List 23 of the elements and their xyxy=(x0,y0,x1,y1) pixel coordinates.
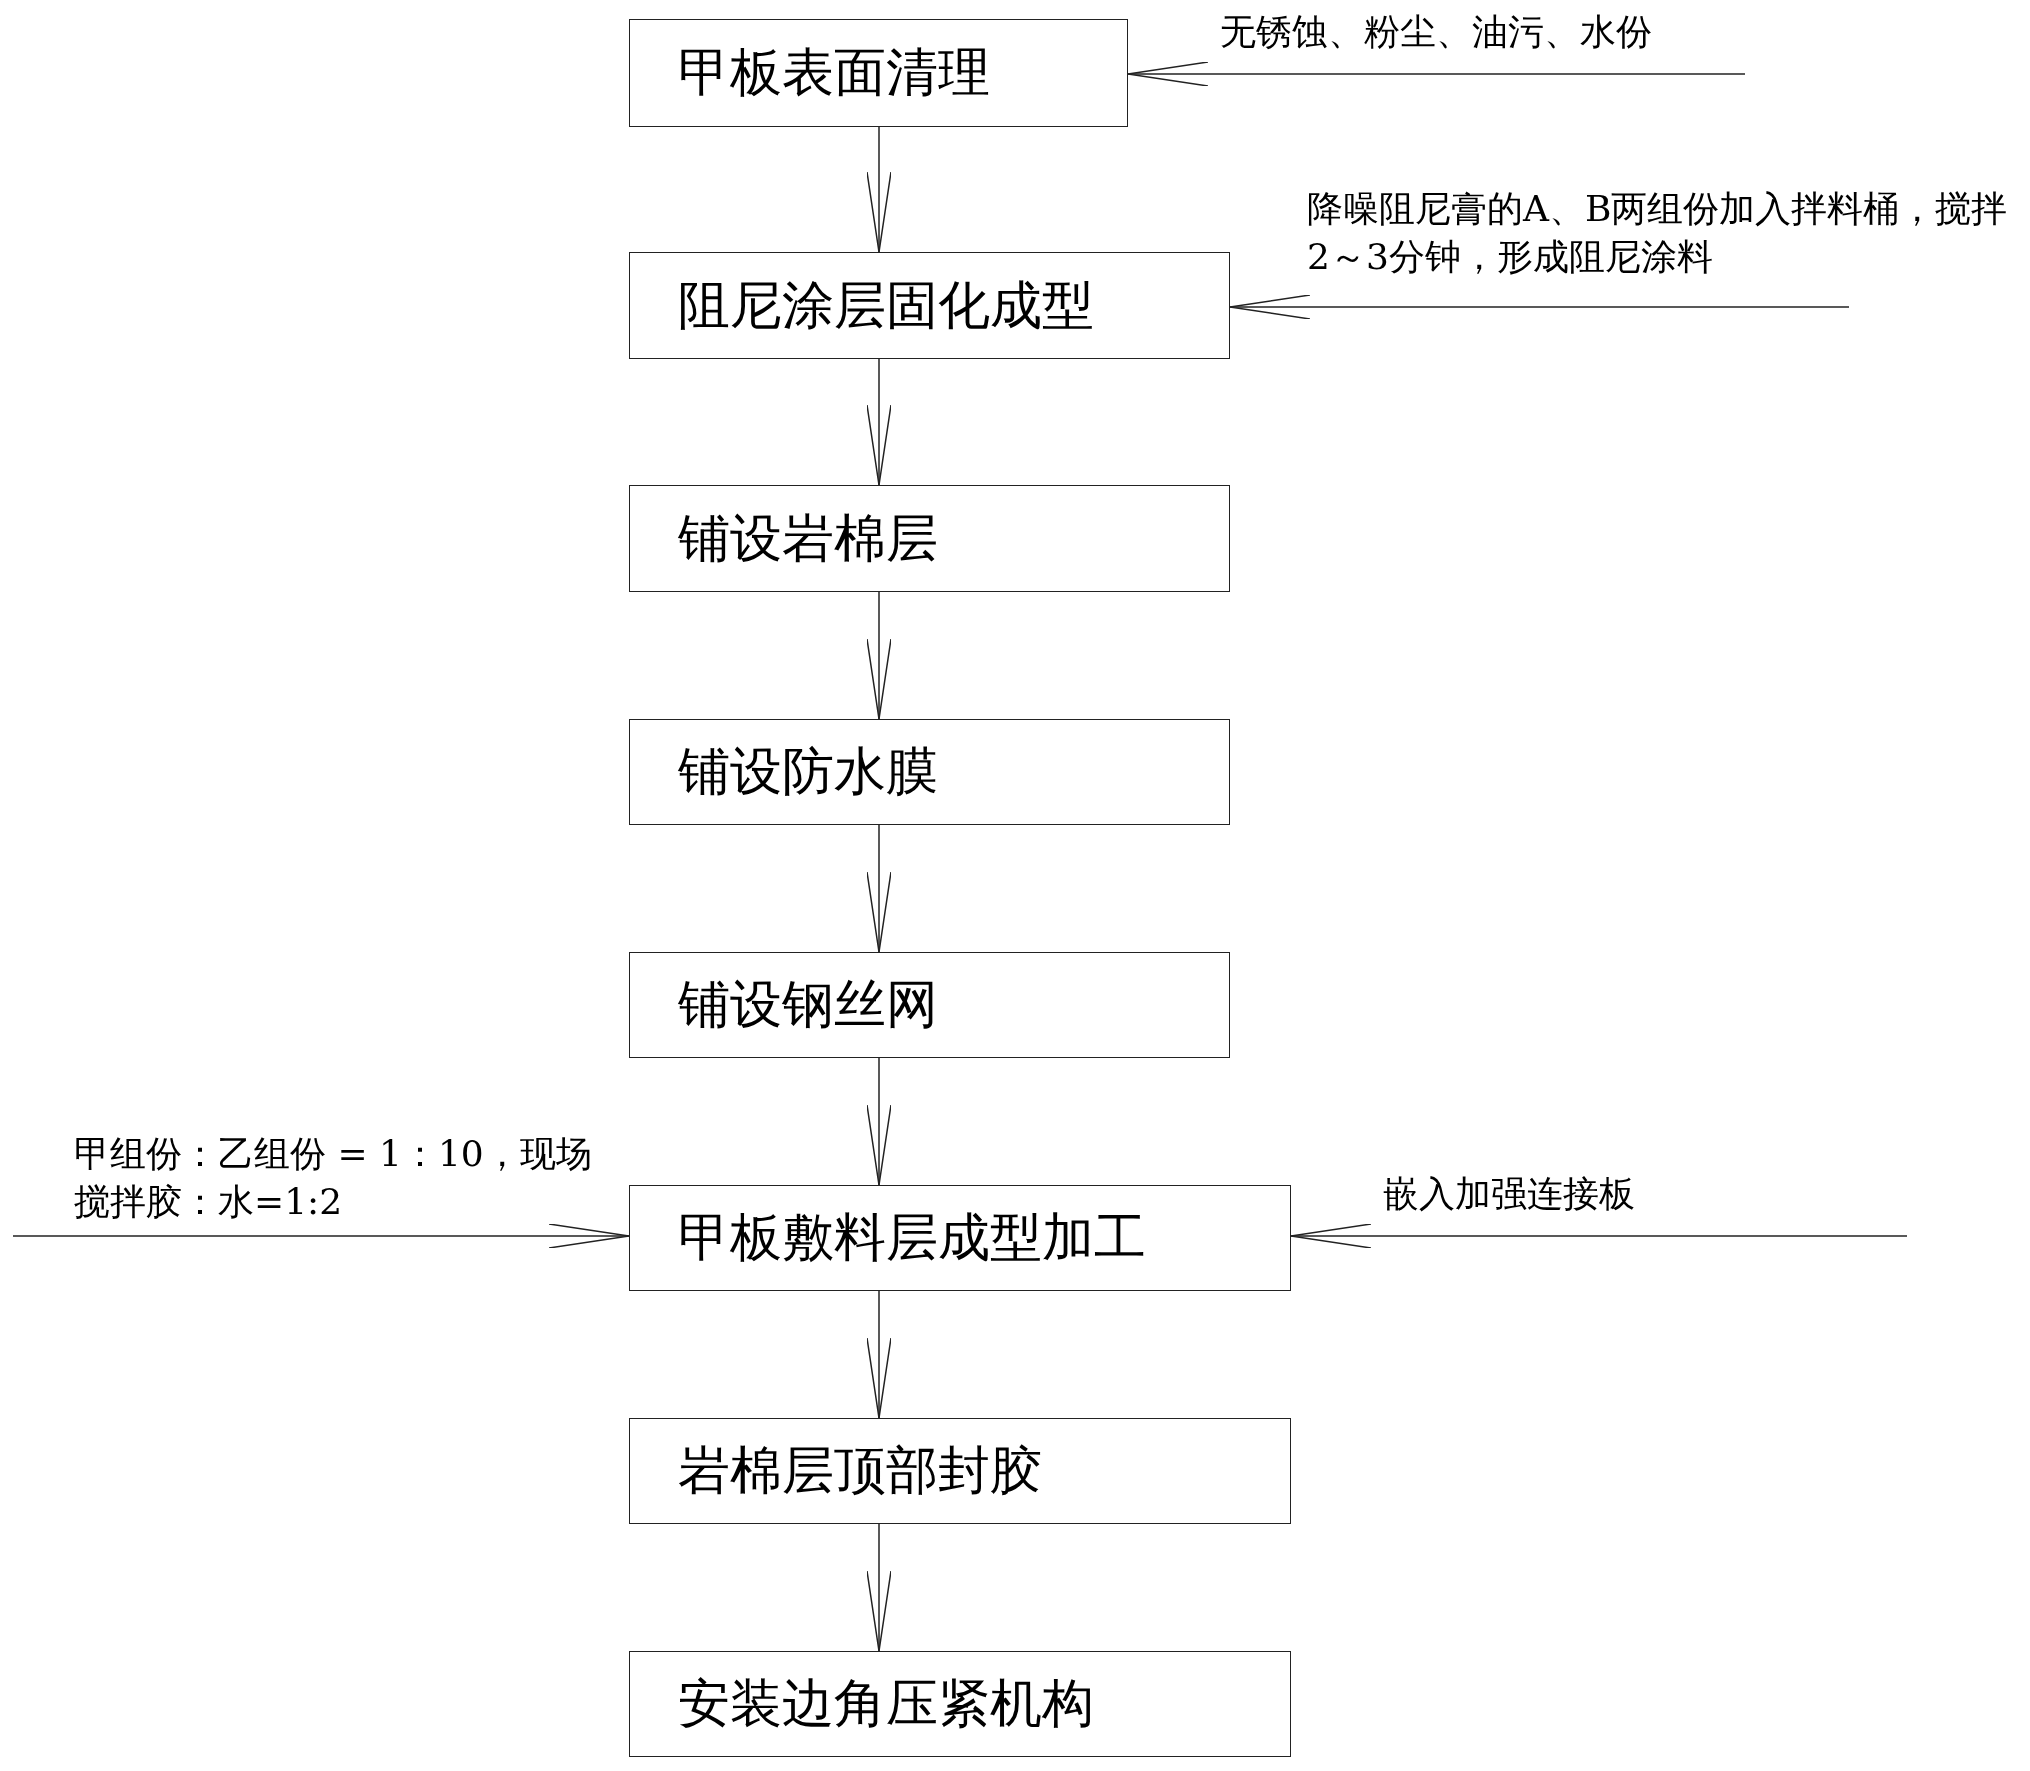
arrow xyxy=(866,1523,892,1652)
arrow xyxy=(866,358,892,486)
arrow xyxy=(866,1057,892,1186)
arrow xyxy=(12,1223,630,1249)
process-box: 铺设岩棉层 xyxy=(629,485,1230,592)
edge-label: 降噪阻尼膏的A、B两组份加入拌料桶，搅拌2～3分钟，形成阻尼涂料 xyxy=(1307,187,2009,279)
arrow xyxy=(866,1290,892,1419)
arrow xyxy=(1290,1223,1908,1249)
process-box: 甲板表面清理 xyxy=(629,19,1128,127)
edge-label: 嵌入加强连接板 xyxy=(1383,1172,1636,1216)
arrow xyxy=(866,591,892,720)
edge-label: 无锈蚀、粉尘、油污、水份 xyxy=(1220,10,1653,54)
edge-label: 甲组份：乙组份 = 1：10，现场搅拌胶：水=1:2 xyxy=(74,1132,593,1224)
process-box: 铺设防水膜 xyxy=(629,719,1230,825)
process-box: 岩棉层顶部封胶 xyxy=(629,1418,1291,1524)
process-box: 安装边角压紧机构 xyxy=(629,1651,1291,1757)
arrow xyxy=(866,126,892,253)
process-box: 阻尼涂层固化成型 xyxy=(629,252,1230,359)
arrow xyxy=(866,824,892,953)
arrow xyxy=(1127,61,1746,87)
process-box: 甲板敷料层成型加工 xyxy=(629,1185,1291,1291)
arrow xyxy=(1229,294,1850,320)
process-box: 铺设钢丝网 xyxy=(629,952,1230,1058)
